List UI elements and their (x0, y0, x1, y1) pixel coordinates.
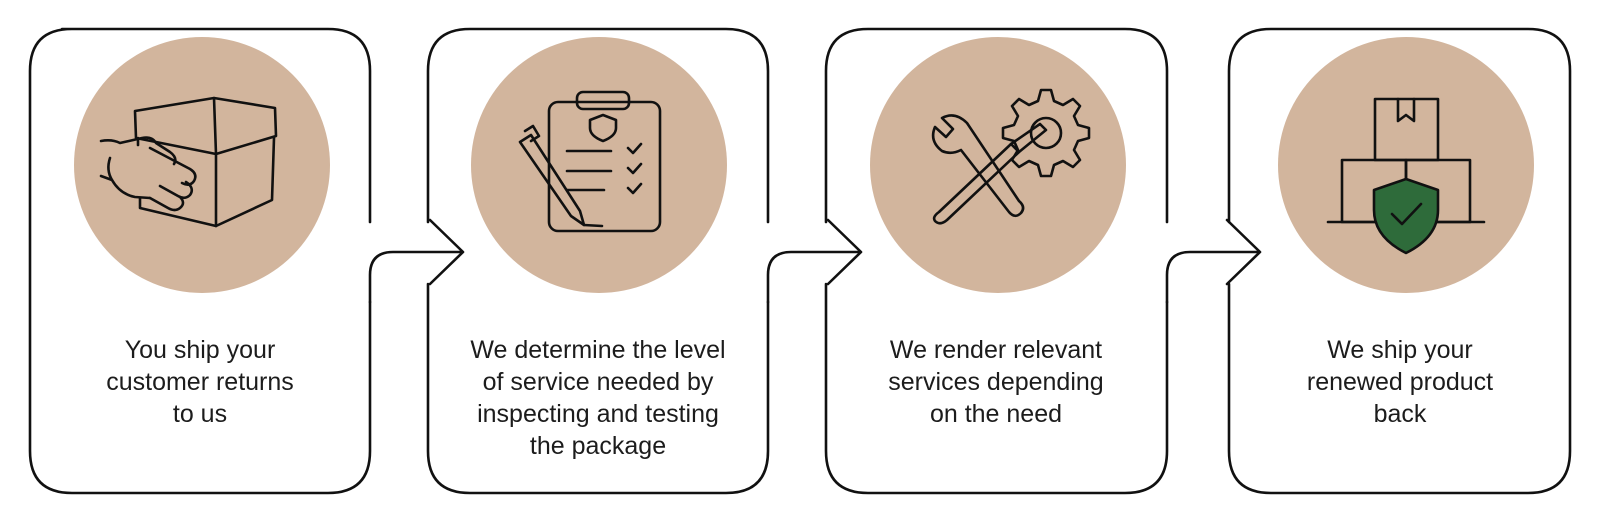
step-1-line-1: You ship your (124, 336, 276, 364)
connector-arrow-3 (1165, 218, 1262, 304)
step-1-line-3: to us (172, 400, 228, 428)
hand-box-icon (99, 96, 278, 228)
step-3-line-2: services depending (888, 368, 1104, 396)
step-2-line-2: of service needed by (482, 368, 714, 396)
step-4-card (1227, 27, 1572, 495)
step-2-icon-circle (471, 37, 727, 293)
connector-arrow-1 (368, 218, 465, 304)
step-2-line-3: inspecting and testing (477, 400, 719, 428)
wrench-gear-icon (931, 88, 1091, 225)
step-4-description: We ship your renewed product back (1250, 334, 1550, 430)
step-4-line-3: back (1373, 400, 1427, 428)
step-3-description: We render relevant services depending on… (846, 334, 1146, 430)
step-1-line-2: customer returns (106, 368, 294, 396)
step-1-description: You ship your customer returns to us (50, 334, 350, 430)
step-2-description: We determine the level of service needed… (448, 334, 748, 462)
step-2-line-4: the package (529, 432, 667, 460)
step-4-line-1: We ship your (1327, 336, 1473, 364)
step-3-line-3: on the need (929, 400, 1063, 428)
step-2-line-1: We determine the level (470, 336, 726, 364)
clipboard-pencil-icon (518, 90, 662, 233)
step-3-icon-circle (870, 37, 1126, 293)
step-1-card (28, 27, 372, 495)
step-1-icon-circle (74, 37, 330, 293)
step-3-card (824, 27, 1169, 495)
step-2-card (426, 27, 770, 495)
connector-arrow-2 (766, 218, 863, 304)
step-4-line-2: renewed product (1306, 368, 1494, 396)
step-3-line-1: We render relevant (889, 336, 1103, 364)
boxes-shield-icon (1326, 97, 1486, 255)
